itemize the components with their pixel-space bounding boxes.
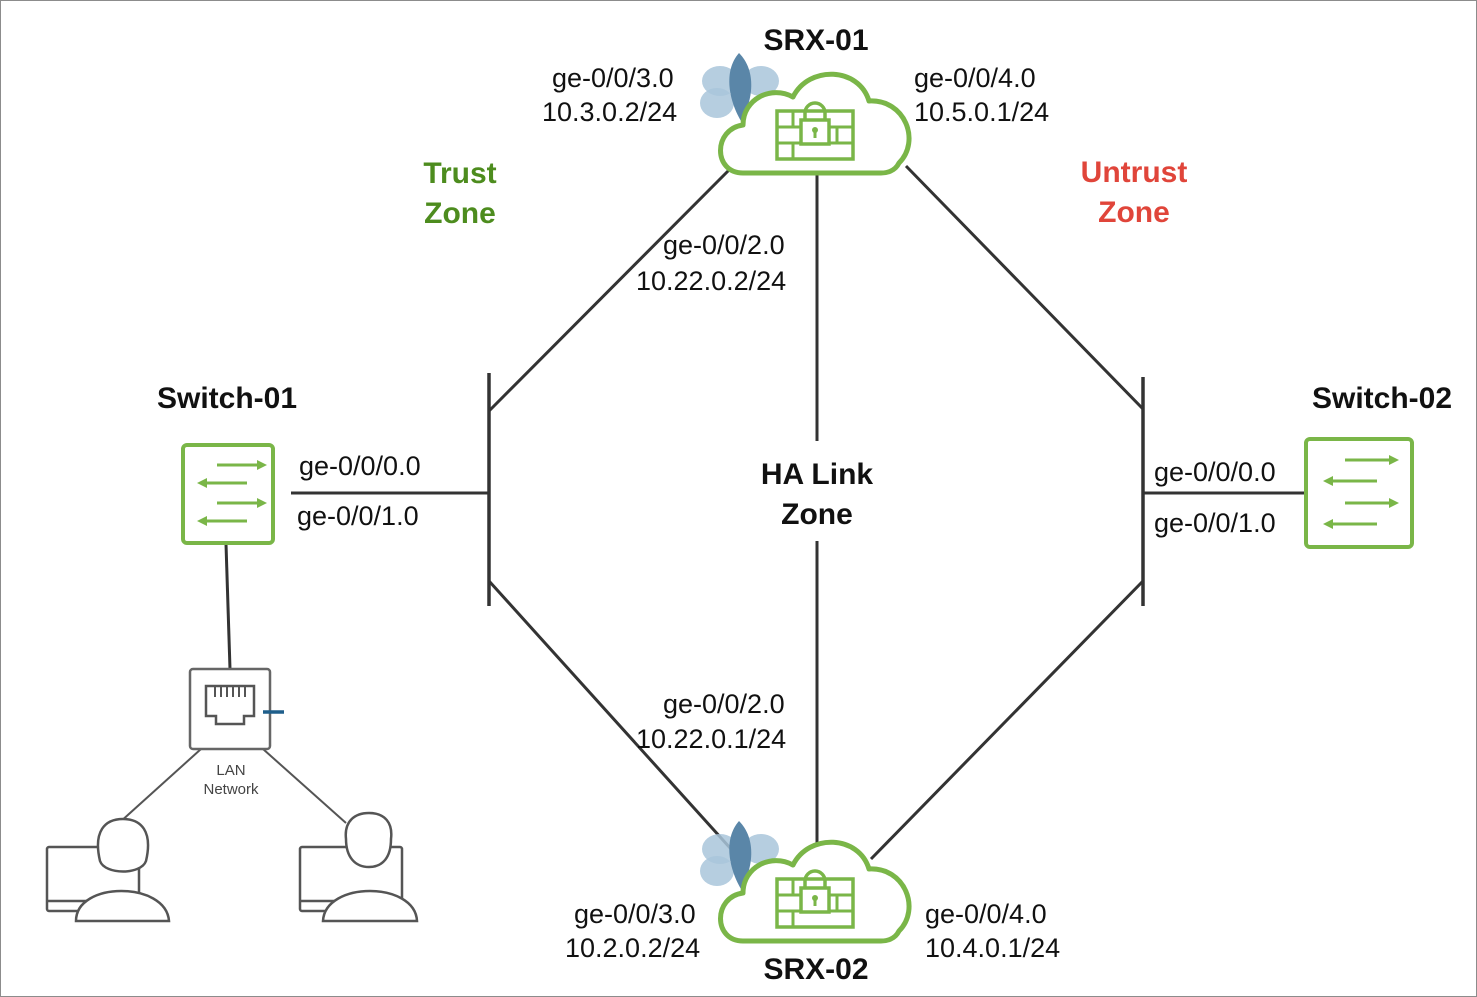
- lan-network-device[interactable]: [188, 667, 284, 751]
- srx01-left-ip: 10.3.0.2/24: [542, 97, 677, 127]
- link-srx01-trust-bus: [487, 164, 735, 413]
- switch01-port-b: ge-0/0/1.0: [297, 501, 419, 531]
- untrust-zone-label: Untrust: [1081, 156, 1188, 189]
- srx02-ha-interface: ge-0/0/2.0: [663, 689, 785, 719]
- trust-zone-label: Trust: [423, 157, 496, 190]
- trust-zone-label-line2: Zone: [424, 197, 496, 230]
- user-left[interactable]: [45, 817, 171, 923]
- ha-zone-label: HA Link: [761, 458, 874, 491]
- srx02-right-ip: 10.4.0.1/24: [925, 933, 1060, 963]
- srx02-right-interface: ge-0/0/4.0: [925, 899, 1047, 929]
- switch02-title: Switch-02: [1312, 382, 1452, 415]
- switch01-port-a: ge-0/0/0.0: [299, 451, 421, 481]
- petal-icon: [700, 53, 779, 121]
- switch01-title: Switch-01: [157, 382, 297, 415]
- links: [118, 164, 1304, 861]
- srx01-ha-interface: ge-0/0/2.0: [663, 230, 785, 260]
- srx02-left-interface: ge-0/0/3.0: [574, 899, 696, 929]
- link-lan-user-right: [262, 748, 347, 824]
- switch01-device[interactable]: [181, 443, 275, 545]
- user-right[interactable]: [298, 811, 419, 923]
- srx02-device[interactable]: [700, 821, 912, 944]
- srx01-ha-ip: 10.22.0.2/24: [636, 266, 786, 296]
- link-lan-user-left: [118, 748, 202, 824]
- user-workstation-icon: [298, 811, 419, 923]
- srx01-title: SRX-01: [763, 24, 868, 57]
- ethernet-port-icon: [204, 684, 256, 726]
- ha-zone-label-line2: Zone: [781, 498, 853, 531]
- srx02-title: SRX-02: [763, 953, 868, 986]
- cloud-firewall-lock-icon: [718, 71, 912, 176]
- lan-label-line2: Network: [203, 781, 259, 798]
- link-untrust-bus-srx02: [869, 579, 1145, 861]
- switch-arrows-icon: [1323, 455, 1399, 529]
- srx01-right-ip: 10.5.0.1/24: [914, 97, 1049, 127]
- link-srx01-untrust-bus: [904, 164, 1145, 411]
- switch02-device[interactable]: [1304, 437, 1414, 549]
- srx02-ha-ip: 10.22.0.1/24: [636, 724, 786, 754]
- switch-arrows-icon: [197, 460, 267, 526]
- link-trust-bus-srx02: [487, 579, 733, 851]
- link-switch01-lan: [224, 543, 232, 670]
- untrust-zone-label-line2: Zone: [1098, 196, 1170, 229]
- petal-icon: [700, 821, 779, 889]
- switch02-port-a: ge-0/0/0.0: [1154, 457, 1276, 487]
- user-workstation-icon: [45, 817, 171, 923]
- srx01-device[interactable]: [700, 53, 912, 176]
- srx02-left-ip: 10.2.0.2/24: [565, 933, 700, 963]
- switch02-port-b: ge-0/0/1.0: [1154, 508, 1276, 538]
- cloud-firewall-lock-icon: [718, 839, 912, 944]
- srx01-left-interface: ge-0/0/3.0: [552, 63, 674, 93]
- srx01-right-interface: ge-0/0/4.0: [914, 63, 1036, 93]
- lan-label: LAN: [216, 762, 245, 779]
